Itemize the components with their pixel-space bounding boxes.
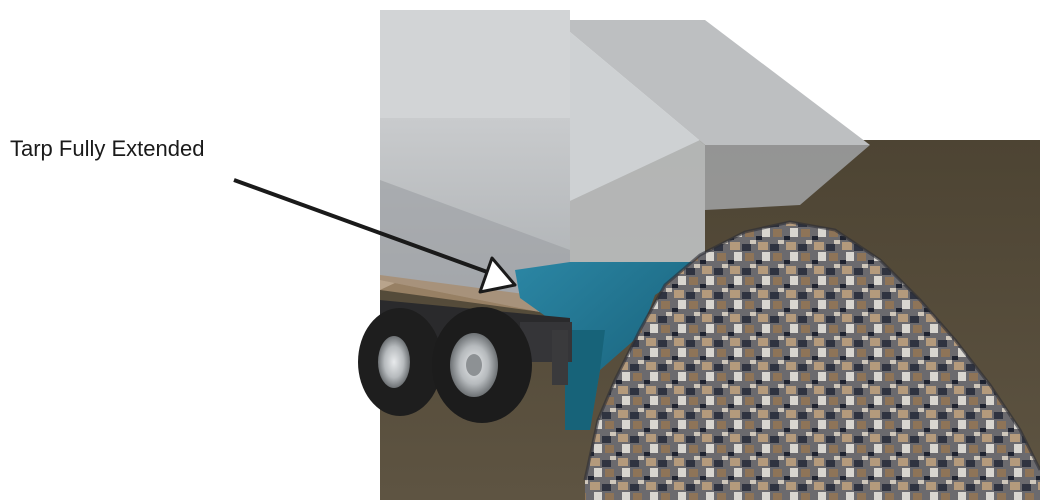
rear-tire-left bbox=[358, 308, 442, 416]
trailer-side-upper bbox=[380, 10, 570, 120]
callout-label-tarp-fully-extended: Tarp Fully Extended bbox=[10, 136, 204, 162]
rear-tire-right bbox=[432, 307, 532, 423]
mud-flap bbox=[552, 330, 568, 385]
